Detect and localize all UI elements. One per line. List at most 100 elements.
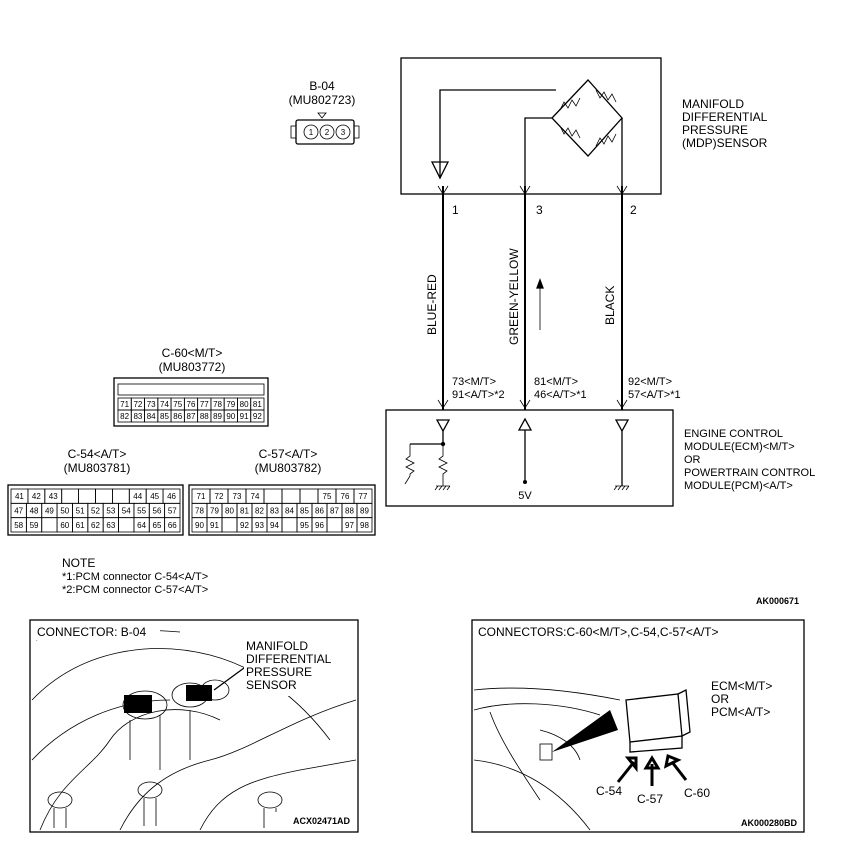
c60-pin-number: 80 <box>240 400 249 409</box>
c54-id: C-54<A/T> <box>68 447 127 461</box>
arrow-label-c54: C-54 <box>596 784 622 798</box>
mdp-sensor: MANIFOLD DIFFERENTIAL PRESSURE (MDP)SENS… <box>400 57 768 195</box>
ref-code-top: AK000671 <box>756 596 799 606</box>
location-pointer <box>552 710 618 752</box>
c57-pin-number: 72 <box>215 492 224 501</box>
sensor-bridge <box>551 79 623 157</box>
ecm-body <box>625 693 683 743</box>
module-input-1-wire <box>410 431 444 445</box>
c60-pin-number: 92 <box>253 412 262 421</box>
c57-pin-number: 87 <box>330 507 339 516</box>
c60-pin-number: 72 <box>133 400 142 409</box>
c54-pin-cell <box>78 488 96 504</box>
module-label-5: MODULE(PCM)<A/T> <box>684 480 793 492</box>
ecm-connector-row <box>629 736 683 753</box>
bridge-resistor-3 <box>559 125 581 139</box>
callout-line-1: MANIFOLD <box>246 639 308 653</box>
c57-housing <box>188 484 376 536</box>
bridge-resistor-2 <box>595 89 617 103</box>
ecm-pcm-module: 5V ENGINE CONTROL MODULE(ECM)<M/T> OR PO… <box>385 409 815 507</box>
wire-1-end-top <box>437 185 449 195</box>
sensor-bridge-wire-mid <box>524 117 552 195</box>
module-label-3: OR <box>684 454 701 466</box>
c54-pin-number: 45 <box>150 492 159 501</box>
c54-pin-number: 53 <box>106 507 115 516</box>
c57-pin-number: 86 <box>315 507 324 516</box>
c57-pin-number: 95 <box>300 521 309 530</box>
b04-pin-3-shape <box>335 124 351 140</box>
c57-pin-cell <box>263 488 283 504</box>
photo-left-code-bg <box>272 812 354 828</box>
c57-pin-cell <box>299 488 319 504</box>
wire-3-end-bottom <box>519 399 531 409</box>
c57-pin-number: 76 <box>341 492 350 501</box>
ground-symbol-2 <box>613 485 630 491</box>
c54-pin-number: 50 <box>60 507 69 516</box>
c54-pin-number: 43 <box>49 492 58 501</box>
c57-pin-number: 74 <box>251 492 260 501</box>
c54-pin-number: 56 <box>153 507 162 516</box>
b04-pin-2: 2 <box>325 128 330 137</box>
c54-pin-number: 63 <box>106 521 115 530</box>
c60-pin-number: 85 <box>160 412 169 421</box>
arrow-c57 <box>643 755 661 786</box>
c57-pin-number: 79 <box>210 507 219 516</box>
photo-left-code: ACX02471AD <box>293 816 351 826</box>
wire-3-end-top <box>519 185 531 195</box>
c57-pin-number: 73 <box>233 492 242 501</box>
module-output-3 <box>517 417 533 431</box>
c57-pin-number: 81 <box>240 507 249 516</box>
c54-pin-number: 59 <box>30 521 39 530</box>
c57-pin-number: 91 <box>210 521 219 530</box>
sensor-photo <box>186 685 212 701</box>
c57-pin-number: 84 <box>285 507 294 516</box>
wire-2-end-top <box>616 185 628 195</box>
c54-pin-number: 60 <box>60 521 69 530</box>
c54-housing <box>7 484 184 536</box>
c60-pin-number: 71 <box>120 400 129 409</box>
c54-pin-number: 57 <box>168 507 177 516</box>
c54-pin-cell <box>112 488 130 504</box>
c60-pin-number: 76 <box>187 400 196 409</box>
pcm-pin-1-mt: 73<M/T> <box>452 376 496 388</box>
callout-line-2: DIFFERENTIAL <box>246 652 332 666</box>
ecm-label-1: ECM<M/T> <box>711 679 772 693</box>
note: NOTE *1:PCM connector C-54<A/T> *2:PCM c… <box>62 556 208 596</box>
c57-pin-number: 78 <box>195 507 204 516</box>
c60-pin-number: 81 <box>253 400 262 409</box>
c60-latch <box>117 383 265 396</box>
c54-pin-number: 52 <box>91 507 100 516</box>
c60-pin-number: 74 <box>160 400 169 409</box>
c60-pin-number: 82 <box>120 412 129 421</box>
module-5v-label: 5V <box>518 490 532 502</box>
pcm-pin-3-at: 46<A/T>*1 <box>534 389 587 401</box>
c60-pin-number: 89 <box>213 412 222 421</box>
photo-right: CONNECTORS:C-60<M/T>,C-54,C-57<A/T> ECM<… <box>471 619 805 833</box>
bridge-resistor-4 <box>595 133 617 147</box>
c57-pin-number: 83 <box>270 507 279 516</box>
c57-pin-number: 94 <box>270 521 279 530</box>
c57-pin-number: 88 <box>345 507 354 516</box>
wire-color-1: BLUE-RED <box>425 274 439 335</box>
photo-right-code: AK000280BD <box>741 818 798 828</box>
c54-pin-number: 62 <box>91 521 100 530</box>
connector-location-box <box>539 743 553 761</box>
wire-color-3: GREEN-YELLOW <box>507 248 521 345</box>
sensor-label-1: MANIFOLD <box>682 97 744 111</box>
note-title: NOTE <box>62 556 95 570</box>
ecm-side <box>677 688 691 737</box>
b04-tab-right <box>353 125 360 139</box>
b04-lock-mark <box>317 112 327 119</box>
sensor-output-triangle <box>430 161 450 180</box>
photo-left: CONNECTOR: B-04 MANIFOLD DIFFERENTIAL PR… <box>29 619 359 833</box>
b04-pin-3: 3 <box>341 128 346 137</box>
wires: 1 3 2 BLUE-RED GREEN-YELLOW BLACK 73<M/T… <box>425 185 681 410</box>
arrow-label-c57: C-57 <box>637 792 663 806</box>
photo-left-title-bg <box>34 624 160 640</box>
photo-right-title: CONNECTORS:C-60<M/T>,C-54,C-57<A/T> <box>478 625 719 639</box>
sensor-label-2: DIFFERENTIAL <box>682 110 768 124</box>
